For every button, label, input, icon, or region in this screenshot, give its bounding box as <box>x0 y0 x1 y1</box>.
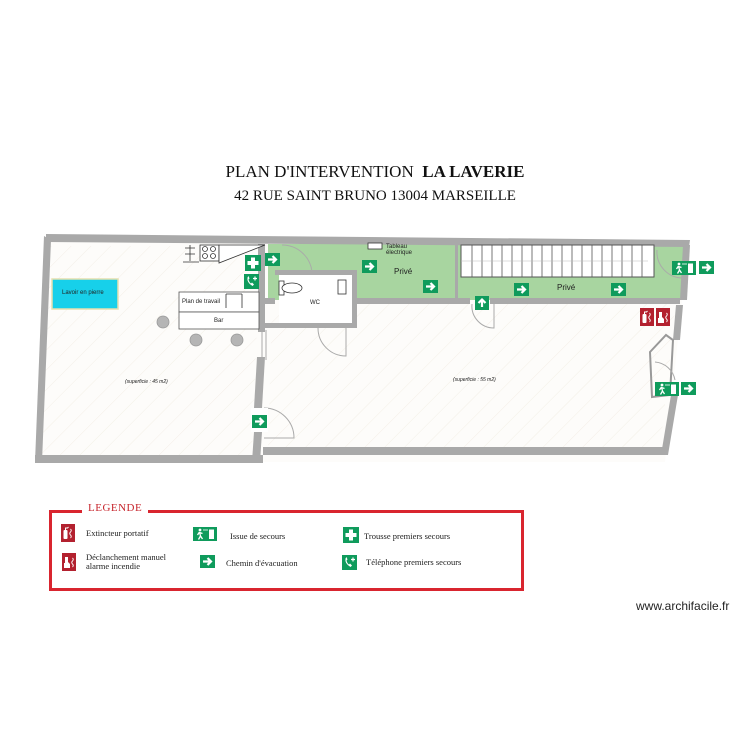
title-name: LA LAVERIE <box>422 162 525 181</box>
fire-alarm-icon <box>655 307 671 327</box>
evacuation-arrow-icon <box>421 278 440 295</box>
evacuation-arrow-icon <box>263 251 282 268</box>
wc-label: WC <box>310 300 320 306</box>
emergency-exit-icon <box>671 260 697 276</box>
legend-arrow-label: Chemin d'évacuation <box>226 558 298 568</box>
legend-extinguisher-label: Extincteur portatif <box>86 528 149 538</box>
bar-label: Bar <box>214 318 224 324</box>
evacuation-arrow-up-icon <box>473 294 491 312</box>
title-prefix: PLAN D'INTERVENTION <box>225 162 414 181</box>
lavoir-label: Lavoir en pierre <box>62 290 104 296</box>
legend-title: LEGENDE <box>82 502 149 514</box>
evacuation-arrow-icon <box>512 281 531 298</box>
private-zone-1-label: Privé <box>394 267 413 276</box>
staircase <box>460 244 655 278</box>
electrical-panel <box>367 242 383 250</box>
plan-title: PLAN D'INTERVENTION LA LAVERIE <box>0 162 750 182</box>
evacuation-arrow-icon <box>360 258 379 275</box>
emergency-phone-icon <box>243 273 260 290</box>
sink-and-stove <box>183 244 266 264</box>
legend-first-aid-label: Trousse premiers secours <box>364 531 451 541</box>
right-room-surface: (superficie : 55 m2) <box>453 377 496 383</box>
emergency-exit-icon <box>654 381 680 397</box>
left-room-surface: (superficie : 45 m2) <box>125 379 168 385</box>
legend-box <box>49 510 524 591</box>
evacuation-arrow-icon <box>609 281 628 298</box>
plan-address: 42 RUE SAINT BRUNO 13004 MARSEILLE <box>234 188 516 204</box>
fire-extinguisher-icon <box>639 307 655 327</box>
worktop-label: Plan de travail <box>182 299 221 305</box>
legend-phone-label: Téléphone premiers secours <box>366 557 462 567</box>
bar-counter <box>178 311 260 330</box>
legend-exit-label: Issue de secours <box>230 531 286 541</box>
lavoir <box>51 278 119 310</box>
evacuation-arrow-icon <box>250 413 269 430</box>
watermark: www.archifacile.fr <box>636 599 730 613</box>
stools <box>156 315 244 347</box>
first-aid-icon <box>245 255 261 271</box>
private-zone-2-label: Privé <box>557 283 576 292</box>
evacuation-arrow-icon <box>679 380 698 397</box>
evacuation-arrow-icon <box>697 259 716 276</box>
